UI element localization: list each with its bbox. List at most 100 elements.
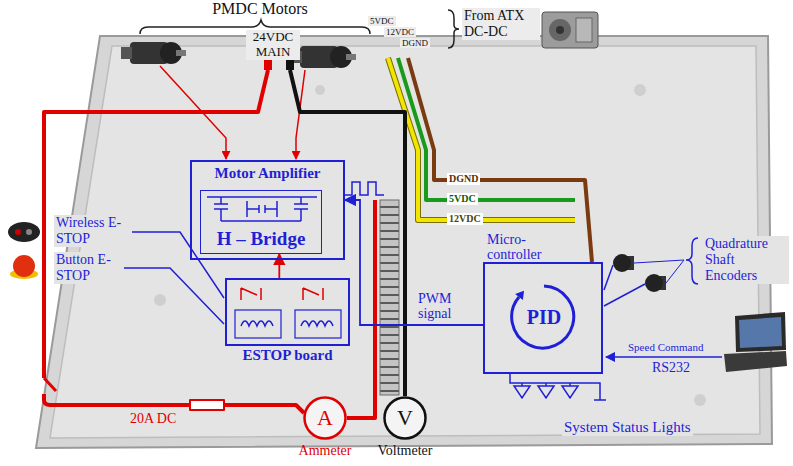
atx-wires xyxy=(408,58,592,262)
terminal-strip xyxy=(380,200,399,395)
pid-loop: PID xyxy=(507,280,581,354)
pmdc-motor-icon xyxy=(291,46,356,68)
enclosure xyxy=(694,394,706,406)
laptop-icon xyxy=(735,312,786,352)
encoder-icons xyxy=(686,238,698,284)
encoder-icons xyxy=(604,265,645,306)
node-title: ESTOP board xyxy=(242,347,332,364)
wire-label: 12VDC xyxy=(447,213,483,225)
node-title: PID xyxy=(527,306,561,328)
rail-label: DGND xyxy=(400,38,430,48)
atx-supply-icon xyxy=(556,26,564,34)
node-title: V xyxy=(397,406,413,430)
enclosure xyxy=(50,46,760,438)
circuit-symbol xyxy=(227,280,352,348)
atx-bracket xyxy=(448,10,459,48)
circuit-symbol xyxy=(241,321,333,326)
atx-supply-icon xyxy=(549,19,571,41)
main-power-wiring xyxy=(44,378,56,391)
encoder-icons xyxy=(604,238,698,306)
estop-board: ESTOP board xyxy=(225,278,350,346)
node-title: Motor Amplifier xyxy=(215,165,321,182)
status-leds xyxy=(514,386,578,398)
node-caption: Ammeter xyxy=(299,443,352,458)
wire-label: DGND xyxy=(447,173,480,185)
power-label: 24VDC MAIN xyxy=(246,30,300,60)
estop-label: Wireless E-STOP xyxy=(54,215,132,247)
node-title: H – Bridge xyxy=(217,229,306,250)
circuit-symbol xyxy=(241,288,323,300)
laptop-icon xyxy=(739,317,782,348)
pmdc-motor-icon xyxy=(121,42,186,64)
voltmeter: VVoltmeter xyxy=(383,396,427,440)
enclosure xyxy=(315,85,325,95)
estop-icons xyxy=(8,222,40,279)
enclosure xyxy=(36,36,772,448)
main-power-wiring xyxy=(347,200,375,418)
motor-leads xyxy=(296,70,305,159)
status-leds xyxy=(594,399,606,401)
estop-icons xyxy=(8,222,40,242)
estop-icons xyxy=(26,229,32,235)
power-terminals xyxy=(286,60,294,70)
power-terminals xyxy=(264,60,294,70)
estop-signal-wires xyxy=(120,232,224,324)
terminal-strip xyxy=(380,200,399,395)
main-power-wiring xyxy=(44,70,405,418)
estop-signal-wires xyxy=(120,268,224,324)
pwm-pulse-symbol xyxy=(345,182,384,195)
estop-signal-wires xyxy=(126,232,224,298)
pwm-pulse-symbol xyxy=(345,182,384,195)
enclosure xyxy=(36,36,772,448)
status-leds xyxy=(510,374,600,400)
rs232-link xyxy=(606,356,722,358)
power-terminals xyxy=(264,60,272,70)
signal-label: Speed Command xyxy=(626,341,705,354)
amplifier-box: Motor Amplifier H – Bridge xyxy=(190,160,345,260)
main-power-wiring xyxy=(224,405,304,413)
node-title: A xyxy=(317,406,333,430)
ammeter: AAmmeter xyxy=(303,396,347,440)
node-title: Micro-controller xyxy=(487,232,557,262)
main-power-wiring xyxy=(44,394,190,405)
laptop-icon xyxy=(724,312,787,372)
bus-label: RS232 xyxy=(650,360,692,376)
group-label: PMDC Motors xyxy=(205,0,315,18)
estop-label: Button E-STOP xyxy=(54,252,124,284)
circuit-symbol xyxy=(207,197,317,221)
laptop-icon xyxy=(724,351,787,372)
pmdc-motor-icon xyxy=(176,50,186,56)
signal-connector xyxy=(278,254,280,278)
node-caption: Voltmeter xyxy=(378,443,433,458)
pmdc-motor-icon xyxy=(121,47,132,59)
wire-label: 5VDC xyxy=(447,193,478,205)
estop-icons xyxy=(13,255,35,277)
meter-outline xyxy=(305,398,346,439)
atx-supply-icon xyxy=(576,18,592,42)
source-label: From ATX DC-DC xyxy=(462,8,540,40)
encoder-icons xyxy=(613,254,631,272)
meter-outline xyxy=(385,398,426,439)
status-leds xyxy=(510,374,606,400)
atx-supply-icon xyxy=(542,12,598,48)
estop-icons xyxy=(15,229,21,235)
pmdc-motor-icon xyxy=(346,54,356,60)
atx-supply-icon xyxy=(542,12,598,48)
encoder-icons xyxy=(645,274,663,292)
fuse-label: 20A DC xyxy=(128,411,178,427)
atx-bracket xyxy=(448,10,459,48)
sensor-label: Quadrature Shaft Encoders xyxy=(703,236,789,284)
signal-connector xyxy=(345,200,483,325)
main-power-wiring xyxy=(44,70,268,378)
main-power-wiring xyxy=(190,400,224,410)
rs232-link xyxy=(606,357,722,358)
rail-label: 5VDC xyxy=(368,16,396,26)
rail-label: 12VDC xyxy=(384,27,416,37)
encoder-icons xyxy=(634,260,684,283)
atx-wires xyxy=(388,58,592,262)
loop-arrow xyxy=(515,291,524,300)
enclosure xyxy=(634,84,646,96)
microcontroller-box: Micro-controllerPID xyxy=(483,262,603,374)
status-label: System Status Lights xyxy=(562,419,693,436)
